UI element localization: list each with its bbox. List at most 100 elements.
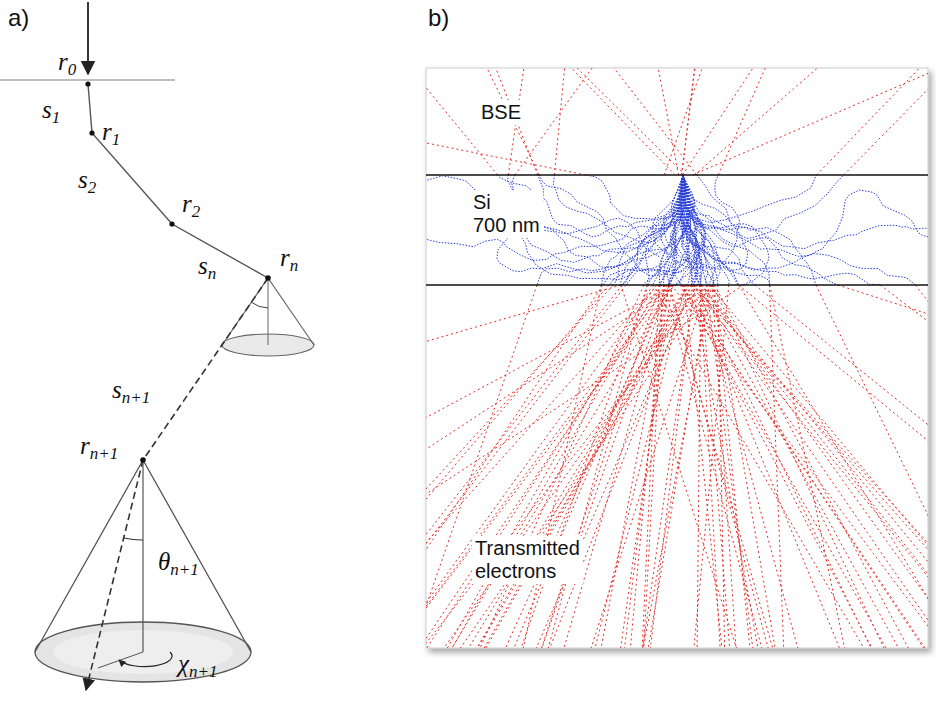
electron-track xyxy=(770,285,911,648)
electron-track xyxy=(653,175,738,285)
chi-arc xyxy=(119,652,172,667)
electron-track xyxy=(426,285,687,648)
cone-axis xyxy=(142,460,143,652)
panel-letter: a) xyxy=(8,4,29,32)
electron-track xyxy=(683,175,714,285)
electron-track xyxy=(696,285,928,648)
electron-track xyxy=(713,285,832,648)
electron-track xyxy=(739,285,928,648)
angle-arc xyxy=(251,302,268,308)
electron-track xyxy=(664,68,798,175)
electron-track xyxy=(681,68,731,175)
electron-track xyxy=(426,285,666,648)
electron-track xyxy=(426,285,621,480)
incident-beam-arrow xyxy=(87,2,89,74)
electron-track xyxy=(668,285,862,648)
electron-track xyxy=(694,285,701,648)
scattered-direction xyxy=(86,460,143,690)
image-frame xyxy=(426,68,928,648)
electron-track xyxy=(426,285,653,648)
electron-track xyxy=(426,285,743,648)
surface-line xyxy=(0,79,175,81)
electron-track xyxy=(670,285,853,648)
trajectory-diagram xyxy=(0,2,314,690)
electron-track xyxy=(718,68,928,175)
position-label: rn+1 xyxy=(78,432,120,461)
electron-track xyxy=(426,285,626,648)
electron-track xyxy=(426,285,662,648)
electron-track xyxy=(426,175,683,260)
electron-track xyxy=(426,68,675,175)
electron-track xyxy=(683,175,844,238)
electron-track xyxy=(426,285,603,648)
electron-track xyxy=(427,175,684,253)
electron-track xyxy=(844,68,928,175)
electron-track xyxy=(694,285,928,648)
electron-track xyxy=(683,175,708,285)
electron-track xyxy=(474,285,671,648)
electron-track xyxy=(670,175,683,285)
electron-track xyxy=(680,285,928,648)
electron-track xyxy=(755,285,928,648)
electron-track xyxy=(574,285,673,648)
electron-track xyxy=(554,68,621,175)
panel-letter: b) xyxy=(428,4,449,32)
electron-track xyxy=(596,285,695,648)
scatter-cone xyxy=(35,460,251,652)
layer-boundary xyxy=(426,174,928,175)
electron-track xyxy=(683,285,928,648)
electron-track xyxy=(426,285,659,648)
electron-track xyxy=(426,285,537,648)
layer-label: Si 700 nm xyxy=(470,190,543,238)
position-label: r2 xyxy=(180,190,202,219)
electron-track xyxy=(816,285,928,648)
electron-track xyxy=(426,285,677,648)
electron-track xyxy=(609,175,683,285)
electron-track xyxy=(671,175,739,268)
electron-track xyxy=(426,68,538,175)
electron-track xyxy=(426,285,708,648)
region-label: Transmitted electrons xyxy=(472,536,583,584)
collision-point xyxy=(169,221,174,226)
electron-track xyxy=(604,68,679,175)
electron-track xyxy=(610,285,694,648)
position-label: rn xyxy=(278,244,300,273)
electron-track xyxy=(584,285,669,648)
path-segments xyxy=(88,84,268,278)
electron-track xyxy=(426,68,586,175)
position-label: r0 xyxy=(56,48,78,77)
electron-track xyxy=(683,175,915,285)
collision-point xyxy=(265,275,271,281)
electron-track xyxy=(682,68,730,175)
electron-track xyxy=(426,285,688,648)
electron-track xyxy=(645,175,683,285)
electron-track xyxy=(540,285,669,648)
electron-track xyxy=(683,175,928,249)
step-label: sn xyxy=(196,252,218,281)
electron-track xyxy=(683,175,748,271)
azimuth-angle-label: χn+1 xyxy=(176,650,219,679)
electron-track xyxy=(620,175,683,285)
electron-track xyxy=(601,175,685,285)
scatter-cone xyxy=(222,278,314,345)
electron-track xyxy=(426,285,694,648)
electron-track xyxy=(702,285,928,648)
electron-track xyxy=(426,285,670,648)
electron-track xyxy=(454,285,601,648)
electron-track xyxy=(494,285,708,648)
electron-track xyxy=(426,285,668,648)
electron-track xyxy=(426,285,667,648)
layer-boundary xyxy=(426,284,928,285)
electron-track xyxy=(426,285,622,648)
electron-track xyxy=(426,285,712,648)
electron-track xyxy=(586,175,683,219)
electron-track xyxy=(653,175,684,285)
electron-track xyxy=(426,285,673,648)
electron-track xyxy=(683,175,816,285)
position-label: r1 xyxy=(100,118,122,147)
electron-track xyxy=(426,285,648,648)
electron-track xyxy=(593,285,710,648)
